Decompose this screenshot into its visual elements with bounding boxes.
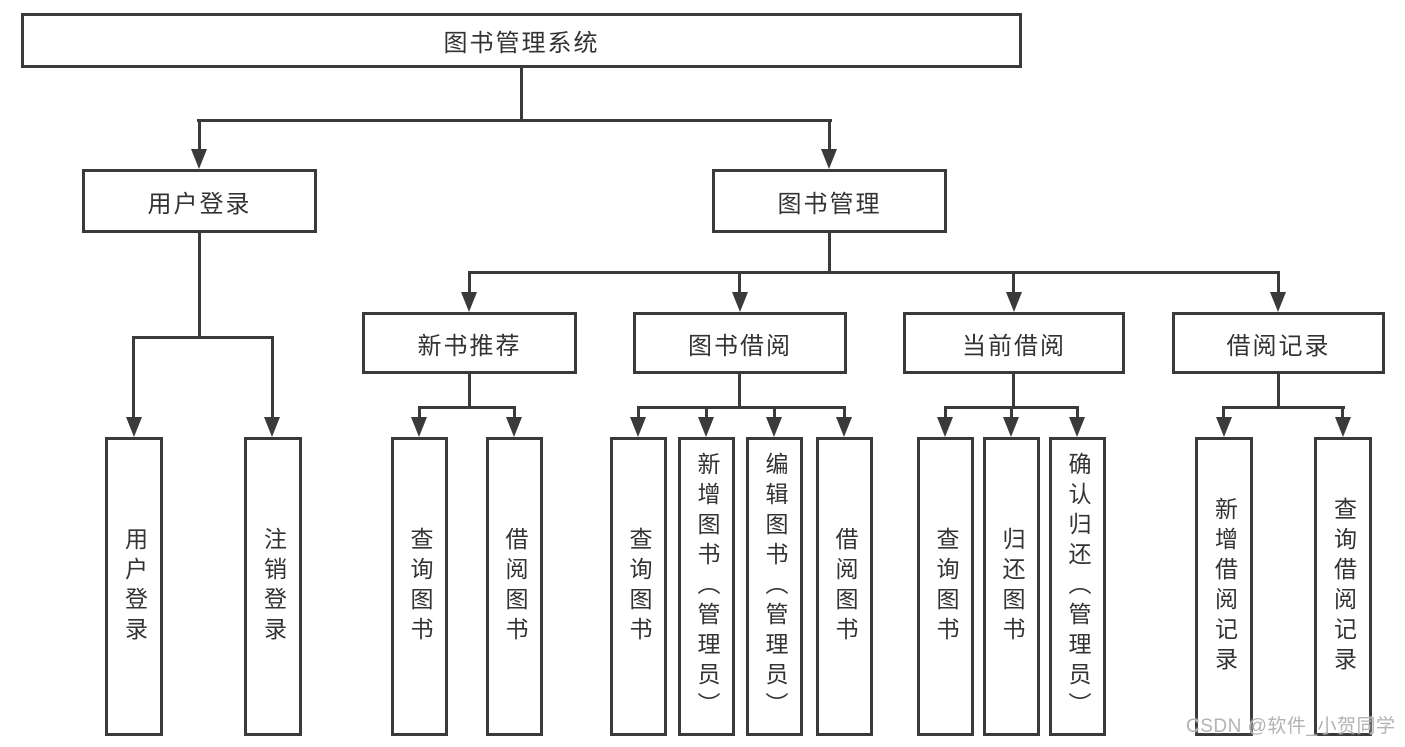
leaf-query-borrow-record: 查询借阅记录 bbox=[1314, 437, 1372, 736]
arrow-down-icon bbox=[1270, 292, 1286, 312]
leaf-query-books-current: 查询图书 bbox=[917, 437, 974, 736]
arrow-down-icon bbox=[937, 417, 953, 437]
leaf-borrow-books-recommend-label: 借阅图书 bbox=[502, 526, 528, 647]
connector-bookmgmt-drop3 bbox=[1012, 271, 1015, 294]
connector-bookmgmt-stem bbox=[828, 233, 831, 273]
leaf-borrow-books-borrow-label: 借阅图书 bbox=[832, 526, 858, 647]
connector-recommend-stem bbox=[468, 374, 471, 406]
connector-root-drop-right bbox=[828, 119, 831, 150]
arrow-down-icon bbox=[732, 292, 748, 312]
connector-bookmgmt-drop1 bbox=[468, 271, 471, 294]
node-borrow-records: 借阅记录 bbox=[1172, 312, 1385, 374]
connector-root-drop-left bbox=[198, 119, 201, 150]
arrow-down-icon bbox=[766, 417, 782, 437]
connector-bookmgmt-drop2 bbox=[738, 271, 741, 294]
arrow-down-icon bbox=[1003, 417, 1019, 437]
leaf-query-books-current-label: 查询图书 bbox=[933, 526, 959, 647]
node-new-book-recommend: 新书推荐 bbox=[362, 312, 577, 374]
leaf-logout-login-label: 注销登录 bbox=[260, 526, 287, 647]
arrow-down-icon bbox=[836, 417, 852, 437]
connector-root-stem bbox=[520, 68, 523, 119]
leaf-add-borrow-record-label: 新增借阅记录 bbox=[1211, 496, 1238, 677]
leaf-confirm-return-admin: 确认归还（管理员） bbox=[1049, 437, 1106, 736]
node-new-book-recommend-label: 新书推荐 bbox=[417, 332, 522, 360]
node-book-management: 图书管理 bbox=[712, 169, 947, 233]
leaf-borrow-books-borrow: 借阅图书 bbox=[816, 437, 873, 736]
leaf-edit-books-admin-label: 编辑图书（管理员） bbox=[762, 451, 788, 722]
connector-recommend-drop2 bbox=[513, 406, 516, 419]
connector-current-drop3 bbox=[1076, 406, 1079, 419]
arrow-down-icon bbox=[506, 417, 522, 437]
leaf-add-borrow-record: 新增借阅记录 bbox=[1195, 437, 1253, 736]
leaf-query-books-borrow-label: 查询图书 bbox=[626, 526, 652, 647]
connector-userlogin-drop1 bbox=[132, 336, 135, 419]
node-book-management-label: 图书管理 bbox=[777, 190, 882, 218]
leaf-add-books-admin: 新增图书（管理员） bbox=[678, 437, 735, 736]
node-root-label: 图书管理系统 bbox=[443, 30, 600, 57]
leaf-query-books-recommend: 查询图书 bbox=[391, 437, 448, 736]
leaf-return-books-label: 归还图书 bbox=[999, 526, 1025, 647]
node-book-borrow: 图书借阅 bbox=[633, 312, 847, 374]
leaf-confirm-return-admin-label: 确认归还（管理员） bbox=[1065, 451, 1091, 722]
leaf-edit-books-admin: 编辑图书（管理员） bbox=[746, 437, 803, 736]
connector-borrow-drop4 bbox=[843, 406, 846, 419]
leaf-query-books-recommend-label: 查询图书 bbox=[407, 526, 433, 647]
node-user-login-label: 用户登录 bbox=[147, 190, 252, 218]
leaf-query-books-borrow: 查询图书 bbox=[610, 437, 667, 736]
leaf-borrow-books-recommend: 借阅图书 bbox=[486, 437, 543, 736]
node-book-borrow-label: 图书借阅 bbox=[688, 332, 792, 360]
leaf-add-books-admin-label: 新增图书（管理员） bbox=[694, 451, 720, 722]
arrow-down-icon bbox=[1069, 417, 1085, 437]
connector-recommend-hline bbox=[418, 406, 516, 409]
connector-borrow-stem bbox=[738, 374, 741, 406]
arrow-down-icon bbox=[411, 417, 427, 437]
arrow-down-icon bbox=[461, 292, 477, 312]
leaf-user-login: 用户登录 bbox=[105, 437, 163, 736]
arrow-down-icon bbox=[1006, 292, 1022, 312]
connector-current-stem bbox=[1012, 374, 1015, 406]
arrow-down-icon bbox=[1216, 417, 1232, 437]
connector-records-drop1 bbox=[1222, 406, 1225, 419]
arrow-down-icon bbox=[191, 149, 207, 169]
leaf-logout-login: 注销登录 bbox=[244, 437, 302, 736]
connector-borrow-drop1 bbox=[637, 406, 640, 419]
connector-current-drop1 bbox=[944, 406, 947, 419]
connector-root-hline bbox=[197, 119, 832, 122]
leaf-user-login-label: 用户登录 bbox=[121, 526, 148, 647]
connector-borrow-drop2 bbox=[705, 406, 708, 419]
connector-userlogin-hline bbox=[132, 336, 274, 339]
connector-borrow-hline bbox=[637, 406, 846, 409]
connector-records-drop2 bbox=[1341, 406, 1344, 419]
arrow-down-icon bbox=[264, 417, 280, 437]
connector-records-stem bbox=[1277, 374, 1280, 406]
arrow-down-icon bbox=[630, 417, 646, 437]
arrow-down-icon bbox=[1335, 417, 1351, 437]
arrow-down-icon bbox=[698, 417, 714, 437]
leaf-return-books: 归还图书 bbox=[983, 437, 1040, 736]
arrow-down-icon bbox=[126, 417, 142, 437]
node-root: 图书管理系统 bbox=[21, 13, 1022, 68]
connector-borrow-drop3 bbox=[773, 406, 776, 419]
connector-records-hline bbox=[1222, 406, 1345, 409]
node-current-borrow: 当前借阅 bbox=[903, 312, 1125, 374]
node-user-login: 用户登录 bbox=[82, 169, 317, 233]
connector-bookmgmt-drop4 bbox=[1277, 271, 1280, 294]
arrow-down-icon bbox=[821, 149, 837, 169]
connector-userlogin-stem bbox=[198, 233, 201, 336]
connector-bookmgmt-hline bbox=[468, 271, 1280, 274]
node-current-borrow-label: 当前借阅 bbox=[962, 332, 1066, 360]
connector-recommend-drop1 bbox=[418, 406, 421, 419]
csdn-watermark: CSDN @软件_小贺同学 bbox=[1186, 716, 1396, 737]
node-borrow-records-label: 借阅记录 bbox=[1226, 332, 1331, 360]
connector-userlogin-drop2 bbox=[271, 336, 274, 419]
connector-current-drop2 bbox=[1010, 406, 1013, 419]
leaf-query-borrow-record-label: 查询借阅记录 bbox=[1330, 496, 1357, 677]
